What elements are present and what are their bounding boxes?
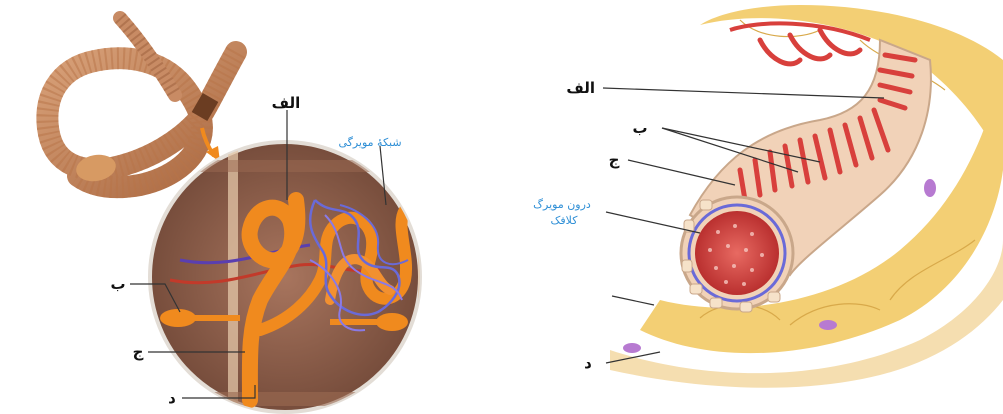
left-label-capillary-network: شبکهٔ مویرگی — [338, 136, 401, 149]
right-label-dal: د — [584, 354, 592, 372]
left-label-be: ب — [110, 275, 125, 293]
right-figure: الف ب ج درون مویرگ کلافک د — [533, 5, 1003, 388]
left-label-dal: د — [168, 389, 176, 407]
earthworm-illustration — [47, 18, 236, 187]
magnified-segment — [148, 142, 448, 412]
left-figure: الف شبکهٔ مویرگی ب ج د — [47, 18, 448, 412]
right-label-glomerular-capillary-1: درون مویرگ — [533, 198, 591, 211]
right-label-be: ب — [632, 119, 647, 137]
right-label-glomerular-capillary-2: کلافک — [551, 214, 579, 227]
right-label-jim: ج — [609, 151, 620, 169]
left-label-jim: ج — [133, 343, 144, 361]
right-label-alef: الف — [566, 79, 595, 97]
left-label-alef: الف — [272, 94, 301, 112]
